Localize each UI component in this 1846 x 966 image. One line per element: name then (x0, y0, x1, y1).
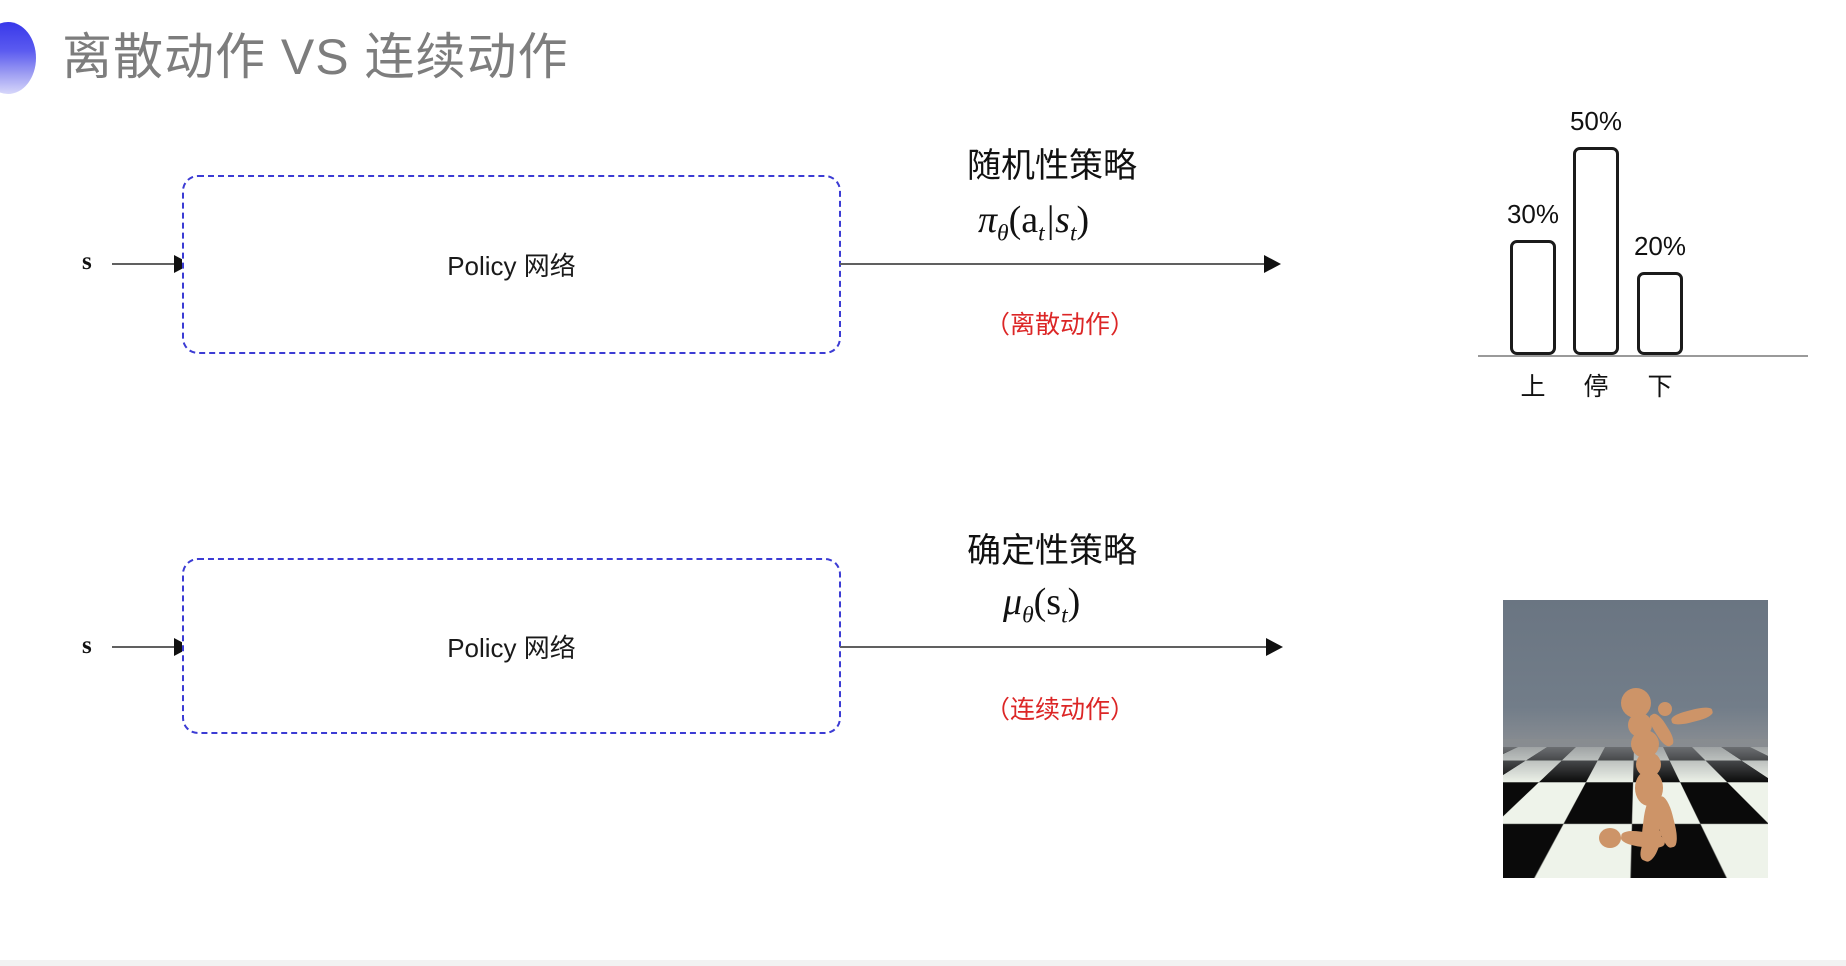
policy-formula-row1: πθ(at|st) (978, 198, 1089, 248)
formula-open-s: (s (1033, 581, 1062, 623)
action-note-row2: （连续动作） (985, 696, 1136, 724)
formula-pi: π (978, 199, 998, 241)
formula-close: ) (1076, 199, 1090, 241)
bar-rect-2 (1637, 272, 1683, 355)
bottom-strip (0, 960, 1846, 966)
humanoid-hand-right (1658, 702, 1672, 716)
bar-value-0: 30% (1506, 199, 1560, 229)
formula-close-2: ) (1067, 581, 1081, 623)
bar-category-0: 上 (1520, 373, 1546, 401)
policy-network-label-row2: Policy 网络 (447, 632, 576, 663)
policy-formula-row2: μθ(st) (1003, 580, 1080, 630)
formula-mu: μ (1003, 581, 1023, 623)
output-arrow-line-row1 (840, 263, 1270, 265)
policy-type-label-row1: 随机性策略 (967, 147, 1137, 185)
formula-open-a: (a (1008, 199, 1039, 241)
formula-theta-2: θ (1022, 602, 1034, 629)
output-arrow-head-row1 (1264, 255, 1281, 273)
bar-value-2: 20% (1633, 231, 1687, 261)
policy-network-box-row2[interactable]: Policy 网络 (182, 558, 841, 734)
policy-type-label-row2: 确定性策略 (967, 532, 1137, 570)
output-arrow-head-row2 (1266, 638, 1283, 656)
humanoid-foot-left (1599, 828, 1621, 848)
input-arrow-line-row1 (112, 263, 178, 265)
bar-group-2: 20% 下 (1634, 231, 1686, 401)
formula-s-sub: t (1069, 220, 1077, 247)
bar-value-1: 50% (1569, 106, 1623, 136)
title-bullet-icon (0, 22, 36, 94)
formula-pipe-s: |s (1044, 199, 1070, 241)
input-arrow-line-row2 (112, 646, 178, 648)
bar-group-1: 50% 停 (1570, 106, 1622, 401)
action-note-row1: （离散动作） (985, 311, 1136, 339)
bar-rect-1 (1573, 147, 1619, 355)
formula-s-sub-2: t (1061, 602, 1068, 629)
input-state-label-row2: s (82, 632, 92, 659)
bar-category-2: 下 (1647, 373, 1673, 401)
page-title: 离散动作 VS 连续动作 (62, 29, 569, 85)
output-arrow-line-row2 (840, 646, 1272, 648)
policy-network-box-row1[interactable]: Policy 网络 (182, 175, 841, 354)
bar-rect-0 (1510, 240, 1556, 355)
humanoid-simulation-image (1503, 600, 1768, 878)
bar-category-1: 停 (1583, 373, 1609, 401)
formula-a-sub: t (1038, 220, 1045, 247)
policy-network-label-row1: Policy 网络 (447, 251, 576, 281)
formula-theta: θ (997, 220, 1009, 247)
discrete-action-bar-chart: 30% 上 50% 停 20% 下 (1470, 95, 1810, 415)
input-state-label-row1: s (82, 248, 92, 275)
chart-baseline-axis (1478, 355, 1808, 357)
bar-group-0: 30% 上 (1507, 199, 1559, 401)
